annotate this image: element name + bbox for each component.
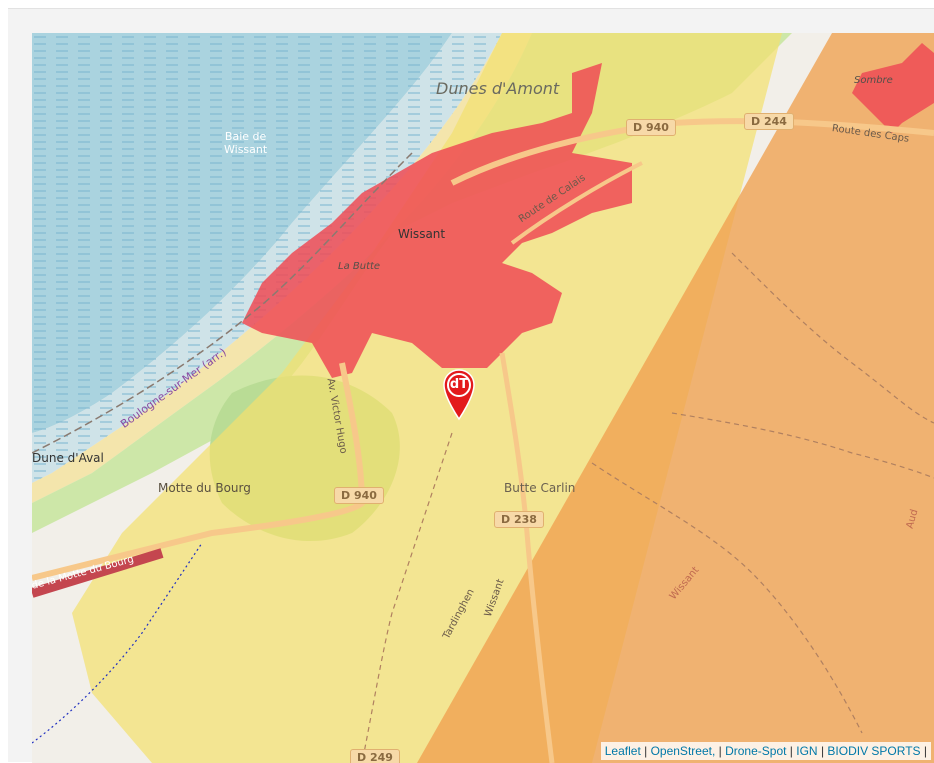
map-frame: Dunes d'Amont Baie de Wissant Wissant La… — [8, 8, 934, 763]
attribution-link-ign[interactable]: IGN — [796, 744, 818, 758]
road-route-calais — [510, 161, 643, 245]
track-1 — [591, 462, 863, 734]
shield-d940-top: D 940 — [626, 119, 676, 136]
road-d238 — [499, 352, 555, 763]
map-attribution: Leaflet | OpenStreet, | Drone-Spot | IGN… — [600, 742, 931, 760]
label-dune-aval: Dune d'Aval — [32, 451, 104, 465]
label-butte-carlin: Butte Carlin — [504, 481, 576, 495]
shield-d249: D 249 — [350, 749, 400, 763]
label-baie-wissant: Baie de Wissant — [224, 130, 268, 156]
road-motte-bourg — [32, 548, 164, 598]
label-sombre: Sombre — [854, 75, 893, 86]
attribution-link-openstreet[interactable]: OpenStreet, — [650, 744, 716, 758]
marker-label: dT — [449, 377, 469, 392]
track-3 — [731, 252, 934, 424]
red-zone-wissant — [242, 63, 632, 378]
label-wissant: Wissant — [398, 227, 446, 241]
map-viewport[interactable]: Dunes d'Amont Baie de Wissant Wissant La… — [32, 33, 934, 763]
boundary-blue — [32, 542, 203, 744]
label-motte-bourg: Motte du Bourg — [158, 481, 251, 495]
shield-d238: D 238 — [494, 511, 544, 528]
railway-dash — [32, 152, 413, 454]
attribution-link-biodiv[interactable]: BIODIV SPORTS — [827, 744, 921, 758]
map-marker[interactable]: dT — [442, 369, 476, 421]
marker-pin-icon — [443, 369, 475, 421]
red-zone-sombre — [852, 43, 934, 133]
track-4 — [361, 432, 453, 763]
shield-d244: D 244 — [744, 113, 794, 130]
orange-zone — [417, 33, 934, 763]
label-dunes-amont: Dunes d'Amont — [436, 79, 560, 98]
road-d940-south — [32, 362, 366, 581]
shield-d940-bottom: D 940 — [334, 487, 384, 504]
map-layers — [32, 33, 934, 763]
label-la-butte: La Butte — [338, 261, 381, 272]
attribution-link-drone-spot[interactable]: Drone-Spot — [725, 744, 787, 758]
track-2 — [671, 412, 934, 479]
attribution-link-leaflet[interactable]: Leaflet — [604, 744, 641, 758]
